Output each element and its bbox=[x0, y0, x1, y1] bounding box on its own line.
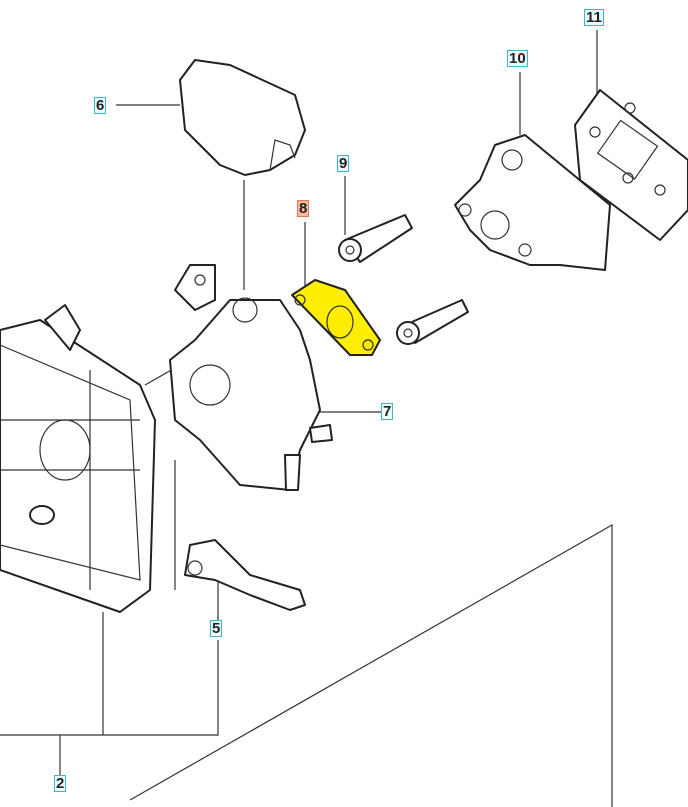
part-5-choke-lever bbox=[184, 539, 306, 611]
part-6-cover bbox=[179, 59, 306, 176]
part-7-carburetor bbox=[169, 264, 333, 491]
callout-10[interactable]: 10 bbox=[507, 50, 528, 67]
leader-line-5 bbox=[0, 640, 219, 736]
callout-9[interactable]: 9 bbox=[337, 155, 350, 172]
callout-7[interactable]: 7 bbox=[381, 403, 394, 420]
callout-8[interactable]: 8 bbox=[297, 200, 310, 217]
part-2-air-filter-housing bbox=[0, 304, 156, 613]
callout-5[interactable]: 5 bbox=[210, 620, 223, 637]
part-8-gasket bbox=[291, 279, 381, 356]
part-9-screws bbox=[338, 214, 469, 345]
part-10-intake-manifold bbox=[454, 134, 611, 271]
frame-line bbox=[129, 523, 613, 807]
callout-6[interactable]: 6 bbox=[94, 97, 107, 114]
callout-11[interactable]: 11 bbox=[584, 9, 604, 26]
callout-2[interactable]: 2 bbox=[54, 775, 67, 792]
